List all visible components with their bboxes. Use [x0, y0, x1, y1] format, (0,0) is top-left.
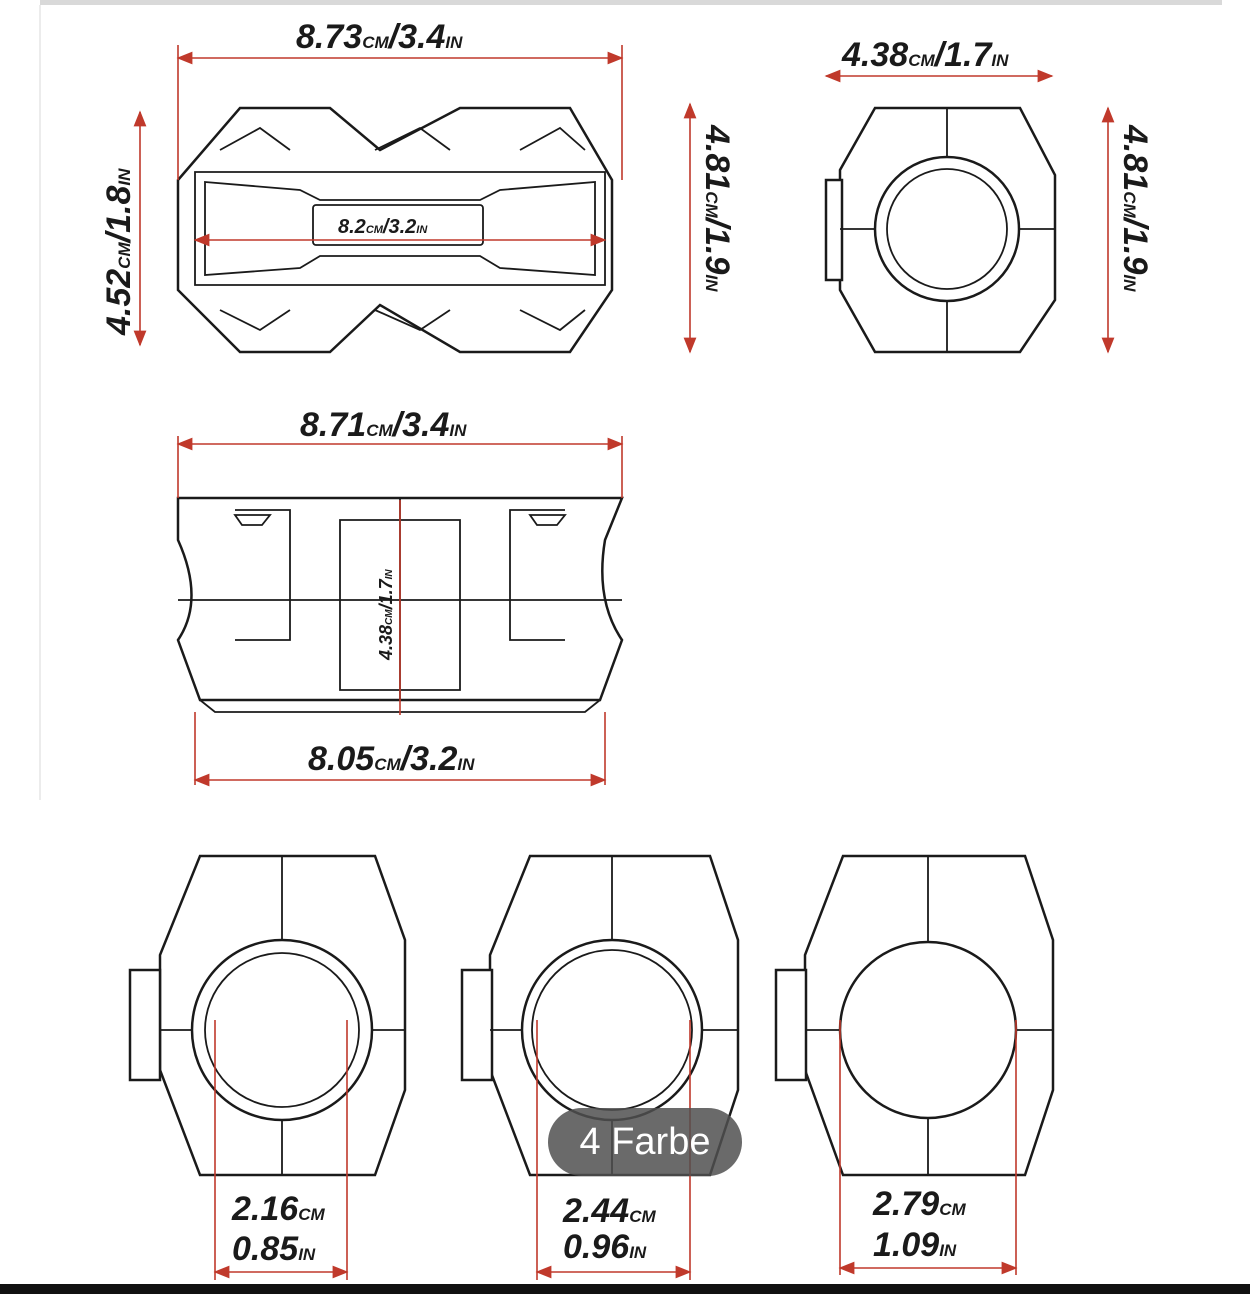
top-divider [40, 0, 1222, 5]
front-base-length-label: 8.05CM/3.2IN [308, 740, 475, 778]
top-height-right-label: 4.81CM/1.9IN [698, 124, 736, 292]
side-height-label: 4.81CM/1.9IN [1116, 124, 1154, 292]
top-length-label: 8.73CM/3.4IN [296, 18, 463, 56]
front-inner-height-label: 4.38CM/1.7IN [376, 569, 396, 661]
bore-3-cm-label: 2.79CM [872, 1185, 966, 1223]
bore-view-1 [128, 854, 407, 1280]
bore-1-cm-label: 2.16CM [231, 1190, 325, 1228]
image-left-edge [39, 5, 41, 800]
bore-1-in-label: 0.85IN [232, 1230, 316, 1268]
bore-3-in-label: 1.09IN [873, 1226, 957, 1264]
front-length-label: 8.71CM/3.4IN [300, 406, 467, 444]
bore-2-cm-label: 2.44CM [562, 1192, 656, 1230]
front-view-drawing [176, 436, 624, 787]
bore-view-3 [774, 854, 1055, 1275]
side-view-drawing [824, 69, 1115, 354]
bottom-bar [0, 1284, 1250, 1294]
top-view-drawing [133, 45, 697, 354]
side-width-label: 4.38CM/1.7IN [841, 36, 1009, 74]
color-variants-badge[interactable]: 4 Farbe [548, 1108, 742, 1176]
top-inner-label: 8.2CM/3.2IN [338, 216, 428, 238]
bore-2-in-label: 0.96IN [563, 1228, 647, 1266]
top-height-left-label: 4.52CM/1.8IN [100, 168, 138, 336]
